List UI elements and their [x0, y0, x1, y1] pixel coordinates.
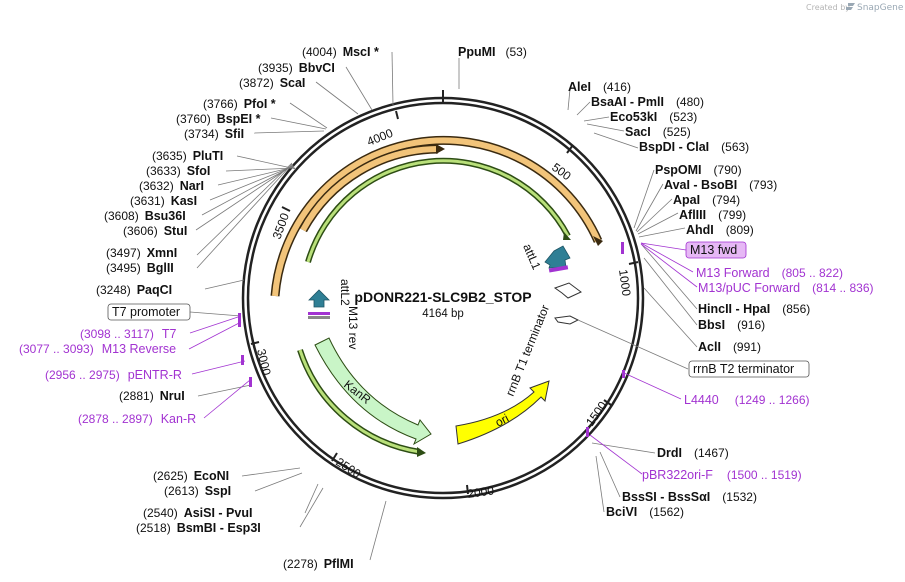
site-label-bsmbi-esp3i: (2518)BsmBI - Esp3I — [136, 521, 261, 535]
site-label-drdi: DrdI(1467) — [657, 446, 729, 460]
site-label-apai: ApaI(794) — [673, 193, 740, 207]
t7-promoter-mark — [308, 316, 330, 319]
primer-label-kan-r: (2878 .. 2897)Kan-R — [78, 412, 196, 426]
plasmid-name: pDONR221-SLC9B2_STOP — [354, 289, 531, 305]
site-label-stui: (3606)StuI — [123, 224, 187, 238]
site-label-bsu36i: (3608)Bsu36I — [104, 209, 186, 223]
site-label-saci: SacI(525) — [625, 125, 691, 139]
orange-arc-inner — [300, 146, 439, 232]
site-label-pflmi: (2278)PflMI — [283, 557, 354, 571]
m13-rev-label: M13 rev — [346, 306, 360, 349]
primer-label-l4440: L4440(1249 .. 1266) — [684, 393, 809, 407]
site-label-pfoi: (3766)PfoI * — [203, 97, 276, 111]
site-label-bcivi: BciVI(1562) — [606, 505, 684, 519]
primer-label-m13-forward: M13 Forward(805 .. 822) — [696, 266, 843, 280]
site-label-avai-bsobi: AvaI - BsoBI(793) — [664, 178, 777, 192]
site-label-aflIII: AflIII(799) — [679, 208, 746, 222]
rrnB-T2-terminator-box-label: rrnB T2 terminator — [693, 362, 794, 376]
site-label-eco53ki: Eco53kI(523) — [610, 110, 697, 124]
site-label-kasi: (3631)KasI — [130, 194, 197, 208]
rrnB-T2-terminator-feature — [554, 315, 580, 325]
site-label-bspei: (3760)BspEI * — [176, 112, 261, 126]
t7-promoter-box: T7 promoter — [107, 303, 191, 321]
credit-prefix: Created by — [806, 3, 850, 12]
site-label-asisi-pvui: (2540)AsiSI - PvuI — [143, 506, 252, 520]
site-leader-lines — [195, 51, 698, 561]
site-label-nari: (3632)NarI — [139, 179, 204, 193]
site-label-sspi: (2613)SspI — [164, 484, 231, 498]
site-label-sfoi: (3633)SfoI — [146, 164, 210, 178]
tick-label-2000: 2000 — [466, 483, 495, 501]
primer-marks — [238, 242, 625, 437]
site-label-acli: AclI(991) — [698, 340, 761, 354]
attL1-feature — [544, 245, 571, 269]
t7-promoter-label: T7 promoter — [112, 305, 180, 319]
position-ticks — [250, 90, 639, 495]
ori-feature — [455, 380, 550, 445]
credit-brand: SnapGene — [857, 3, 904, 13]
attL2-feature — [308, 289, 330, 308]
attL2-label: attL2 — [338, 279, 352, 306]
tick-label-2500: 2500 — [333, 455, 363, 481]
tick-label-3000: 3000 — [254, 348, 274, 377]
m13-fwd-box: M13 fwd — [685, 241, 747, 259]
site-label-bspdi-clai: BspDI - ClaI(563) — [639, 140, 749, 154]
rrnB-T1-terminator-feature — [553, 282, 582, 299]
green-arc-bottom-arrowhead — [417, 447, 426, 457]
site-label-hincii-hpai: HincII - HpaI(856) — [698, 302, 810, 316]
primer-label-pbr322ori-f: pBR322ori-F(1500 .. 1519) — [642, 468, 802, 482]
primer-label-m13-reverse: (3077 .. 3093)M13 Reverse — [19, 342, 176, 356]
site-label-paqci: (3248)PaqCI — [96, 283, 172, 297]
site-label-ppumi: PpuMI(53) — [458, 45, 527, 59]
ori-label: ori — [493, 411, 511, 430]
site-label-sfii: (3734)SfiI — [184, 127, 244, 141]
primer-leader-lines — [188, 242, 698, 475]
primer-label-t7: (3098 .. 3117)T7 — [80, 327, 176, 341]
tick-label-1000: 1000 — [616, 268, 634, 297]
green-arc-top — [306, 159, 570, 263]
site-label-xmni: (3497)XmnI — [106, 246, 177, 260]
site-label-econi: (2625)EcoNI — [153, 469, 229, 483]
rrnB-T2-terminator-box: rrnB T2 terminator — [688, 360, 810, 378]
snapgene-logo-icon — [846, 3, 855, 10]
green-arc-top-arrowhead — [563, 232, 571, 240]
site-label-msci: (4004)MscI * — [302, 45, 379, 59]
site-label-bbvci: (3935)BbvCI — [258, 61, 335, 75]
site-label-scai: (3872)ScaI — [239, 76, 305, 90]
primer-label-pentr-r: (2956 .. 2975)pENTR-R — [45, 368, 182, 382]
attL1-label: attL1 — [520, 242, 543, 272]
site-label-pluti: (3635)PluTI — [152, 149, 223, 163]
primer-label-m13-puc-forward: M13/pUC Forward(814 .. 836) — [698, 281, 874, 295]
site-label-nrui: (2881)NruI — [119, 389, 185, 403]
m13-fwd-primer-mark — [548, 265, 569, 273]
kanR-feature — [314, 337, 432, 446]
orange-arc-inner-arrowhead — [436, 144, 445, 154]
site-label-pspomi: PspOMI(790) — [655, 163, 742, 177]
site-label-bsssi-bsssai: BssSI - BssSαI(1532) — [622, 490, 757, 504]
site-label-bglii: (3495)BglII — [106, 261, 174, 275]
site-label-alei: AleI(416) — [568, 80, 631, 94]
site-label-bsaai-pmli: BsaAI - PmlI(480) — [591, 95, 704, 109]
site-label-bbsi: BbsI(916) — [698, 318, 765, 332]
green-arc-bottom — [298, 349, 421, 454]
orange-arc-top-arrowhead — [593, 236, 603, 246]
plasmid-length: 4164 bp — [422, 308, 464, 320]
m13-fwd-label: M13 fwd — [690, 243, 737, 257]
m13-rev-primer-mark — [308, 312, 330, 315]
site-label-ahdi: AhdI(809) — [686, 223, 754, 237]
orange-arc-top — [272, 137, 601, 297]
